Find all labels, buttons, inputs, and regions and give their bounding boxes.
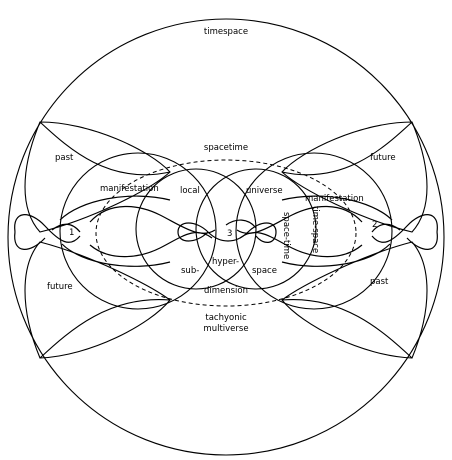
circle-universe [195, 168, 317, 290]
node-number-2: 2 [372, 220, 377, 230]
knot-left-arc-top [59, 195, 171, 221]
petal-lower-right-inner [281, 298, 413, 359]
label-spacetime: spacetime [204, 143, 248, 153]
knot-center-bottom [177, 219, 277, 243]
knot-right-inner-bottom [239, 232, 363, 258]
label-time-space: time-space [310, 206, 320, 253]
label-universe: universe [246, 186, 283, 196]
circle-local [135, 168, 257, 290]
circle-right [235, 152, 393, 310]
knot-right-arc-top [281, 195, 393, 221]
label-timespace: timespace [204, 27, 248, 37]
spacetime-dashed-ellipse [95, 159, 357, 307]
petal-upper-right [281, 121, 428, 233]
knot-right-outer-bottom [371, 223, 438, 250]
label-sub: sub- [181, 266, 199, 276]
label-multiverse: multiverse [203, 324, 248, 334]
petal-lower-left-inner [39, 298, 171, 359]
knot-left-outer-top [14, 214, 81, 243]
knot-left-outer-bottom [14, 223, 81, 250]
label-future-left: future [47, 282, 73, 292]
petal-lower-right [281, 241, 428, 359]
label-past-left: past [55, 153, 74, 163]
knot-left-inner-bottom [89, 232, 213, 258]
label-past-right: past [370, 277, 389, 287]
knot-center-top [177, 222, 277, 242]
outer-circle [7, 18, 445, 456]
label-local: local [180, 186, 200, 196]
knot-right-outer-top [371, 214, 438, 243]
knot-right-arc-bottom [281, 243, 391, 267]
petal-upper-left-inner [39, 121, 171, 176]
label-dimension: dimension [204, 286, 248, 296]
petal-upper-right-inner [281, 121, 413, 176]
circle-left [59, 152, 217, 310]
knot-left-arc-bottom [61, 243, 171, 267]
label-space: space [252, 266, 277, 276]
label-space-time: space-time [281, 212, 291, 259]
node-number-1: 1 [69, 228, 74, 238]
node-number-3: 3 [227, 229, 232, 239]
petal-lower-left [24, 241, 171, 359]
label-manifestation-left: manifestation [100, 184, 159, 194]
label-tachyonic: tachyonic [205, 313, 247, 323]
petal-upper-left [24, 121, 171, 233]
label-manifestation-right: manifestation [305, 194, 364, 204]
label-future-right: future [370, 153, 396, 163]
label-hyper: hyper- [212, 257, 239, 267]
